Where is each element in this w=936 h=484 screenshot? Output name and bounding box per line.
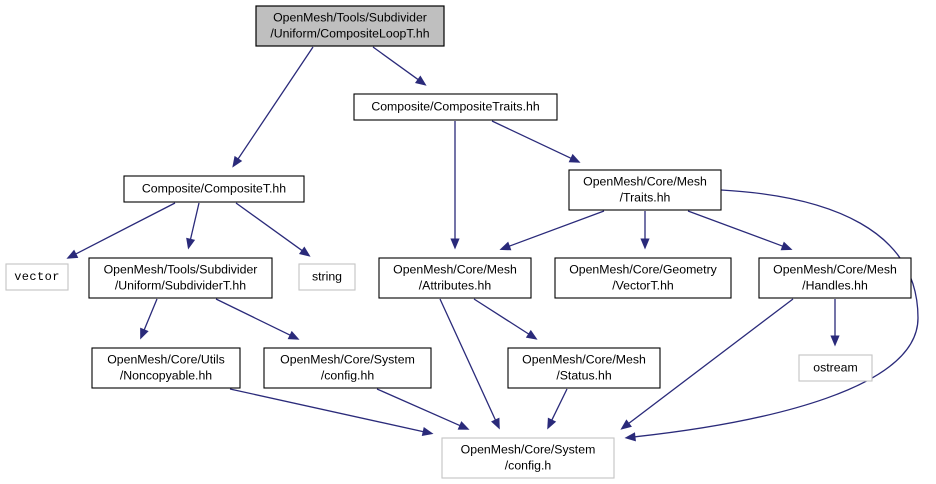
edge-composite_t-to-vector (65, 202, 176, 260)
edge-traits-to-config_h (623, 189, 919, 439)
node-label-attributes-line-0: OpenMesh/Core/Mesh (393, 262, 517, 276)
node-label-noncopyable-line-0: OpenMesh/Core/Utils (107, 352, 225, 366)
arrowhead-handles-to-config_h (620, 419, 632, 430)
node-label-composite_traits-line-0: Composite/CompositeTraits.hh (371, 99, 540, 113)
node-box-vector[interactable] (5, 263, 69, 291)
arrowhead-traits-to-config_h (624, 432, 636, 442)
edge-attributes-to-config_h (439, 298, 501, 431)
arrowhead-noncopyable-to-config_h (421, 427, 434, 437)
node-label-composite_loop-line-1: /Uniform/CompositeLoopT.hh (270, 26, 429, 40)
arrowhead-composite_loop-to-composite_traits (414, 75, 427, 86)
node-label-config_h-line-0: OpenMesh/Core/System (461, 442, 596, 456)
node-subdivider_t[interactable]: OpenMesh/Tools/Subdivider/Uniform/Subdiv… (88, 257, 273, 299)
node-config_h[interactable]: OpenMesh/Core/System/config.h (441, 437, 615, 479)
node-box-subdivider_t[interactable] (88, 257, 273, 299)
arrowhead-subdivider_t-to-noncopyable (140, 327, 149, 340)
node-noncopyable[interactable]: OpenMesh/Core/Utils/Noncopyable.hh (91, 347, 241, 389)
node-traits[interactable]: OpenMesh/Core/Mesh/Traits.hh (568, 169, 722, 211)
edge-layer (65, 46, 919, 442)
edge-handles-to-config_h (619, 298, 794, 431)
node-label-config_h-line-1: /config.h (505, 458, 552, 472)
node-box-vector_t[interactable] (554, 257, 732, 299)
edge-subdivider_t-to-config_hh (215, 298, 301, 341)
node-box-composite_traits[interactable] (353, 93, 558, 121)
node-handles[interactable]: OpenMesh/Core/Mesh/Handles.hh (758, 257, 912, 299)
node-box-handles[interactable] (758, 257, 912, 299)
arrowhead-composite_traits-to-attributes (450, 238, 460, 250)
node-label-handles-line-0: OpenMesh/Core/Mesh (773, 262, 897, 276)
node-label-traits-line-1: /Traits.hh (620, 190, 671, 204)
node-vector[interactable]: vector (5, 263, 69, 291)
node-box-composite_loop[interactable] (255, 5, 445, 47)
edge-composite_traits-to-traits (491, 120, 582, 164)
node-label-noncopyable-line-1: /Noncopyable.hh (120, 368, 212, 382)
arrowhead-composite_traits-to-traits (568, 153, 581, 163)
node-status[interactable]: OpenMesh/Core/Mesh/Status.hh (507, 347, 661, 389)
node-label-config_hh-line-1: /config.hh (321, 368, 374, 382)
edge-noncopyable-to-config_h (229, 388, 435, 435)
node-box-attributes[interactable] (378, 257, 532, 299)
node-label-ostream-line-0: ostream (813, 360, 857, 374)
edge-traits-to-handles (687, 210, 794, 251)
arrowhead-composite_loop-to-composite_t (232, 155, 243, 168)
edge-composite_t-to-string (235, 202, 312, 258)
edge-config_hh-to-config_h (376, 388, 471, 431)
arrowhead-traits-to-handles (780, 241, 793, 251)
node-label-config_hh-line-0: OpenMesh/Core/System (280, 352, 415, 366)
edge-traits-to-attributes (498, 210, 605, 251)
node-label-composite_loop-line-0: OpenMesh/Tools/Subdivider (273, 10, 427, 24)
node-label-vector_t-line-1: /VectorT.hh (612, 278, 674, 292)
node-ostream[interactable]: ostream (798, 354, 873, 382)
node-composite_traits[interactable]: Composite/CompositeTraits.hh (353, 93, 558, 121)
node-box-traits[interactable] (568, 169, 722, 211)
node-label-status-line-1: /Status.hh (556, 368, 612, 382)
node-composite_t[interactable]: Composite/CompositeT.hh (123, 175, 305, 203)
node-box-composite_t[interactable] (123, 175, 305, 203)
node-label-handles-line-1: /Handles.hh (802, 278, 868, 292)
node-string[interactable]: string (298, 263, 356, 291)
arrowhead-handles-to-ostream (830, 335, 840, 347)
arrowhead-composite_t-to-subdivider_t (186, 237, 196, 250)
edge-composite_loop-to-composite_t (231, 46, 314, 169)
node-label-string-line-0: string (312, 269, 342, 283)
node-box-config_h[interactable] (441, 437, 615, 479)
arrowhead-attributes-to-config_h (491, 417, 500, 430)
arrowhead-attributes-to-status (525, 329, 538, 340)
arrowhead-composite_t-to-string (298, 246, 311, 257)
node-label-traits-line-0: OpenMesh/Core/Mesh (583, 174, 707, 188)
arrowhead-composite_t-to-vector (66, 249, 79, 259)
node-label-vector-line-0: vector (14, 270, 60, 284)
node-composite_loop[interactable]: OpenMesh/Tools/Subdivider/Uniform/Compos… (255, 5, 445, 47)
node-box-ostream[interactable] (798, 354, 873, 382)
node-label-attributes-line-1: /Attributes.hh (419, 278, 492, 292)
arrowhead-traits-to-attributes (499, 241, 512, 251)
arrowhead-traits-to-vector_t (640, 238, 650, 250)
edge-composite_t-to-subdivider_t (187, 202, 200, 251)
node-box-string[interactable] (298, 263, 356, 291)
arrowhead-subdivider_t-to-config_hh (287, 330, 300, 340)
node-config_hh[interactable]: OpenMesh/Core/System/config.hh (263, 347, 432, 389)
edge-status-to-config_h (546, 388, 568, 431)
edge-attributes-to-status (473, 298, 539, 341)
arrowhead-status-to-config_h (547, 417, 557, 430)
edge-subdivider_t-to-noncopyable (139, 298, 158, 341)
node-layer: OpenMesh/Tools/Subdivider/Uniform/Compos… (5, 5, 912, 479)
node-label-composite_t-line-0: Composite/CompositeT.hh (142, 181, 286, 195)
node-label-vector_t-line-0: OpenMesh/Core/Geometry (569, 262, 717, 276)
arrowhead-config_hh-to-config_h (457, 421, 470, 430)
node-box-config_hh[interactable] (263, 347, 432, 389)
node-label-status-line-0: OpenMesh/Core/Mesh (522, 352, 646, 366)
node-attributes[interactable]: OpenMesh/Core/Mesh/Attributes.hh (378, 257, 532, 299)
node-box-status[interactable] (507, 347, 661, 389)
node-label-subdivider_t-line-0: OpenMesh/Tools/Subdivider (104, 262, 258, 276)
node-box-noncopyable[interactable] (91, 347, 241, 389)
node-vector_t[interactable]: OpenMesh/Core/Geometry/VectorT.hh (554, 257, 732, 299)
node-label-subdivider_t-line-1: /Uniform/SubdividerT.hh (115, 278, 246, 292)
